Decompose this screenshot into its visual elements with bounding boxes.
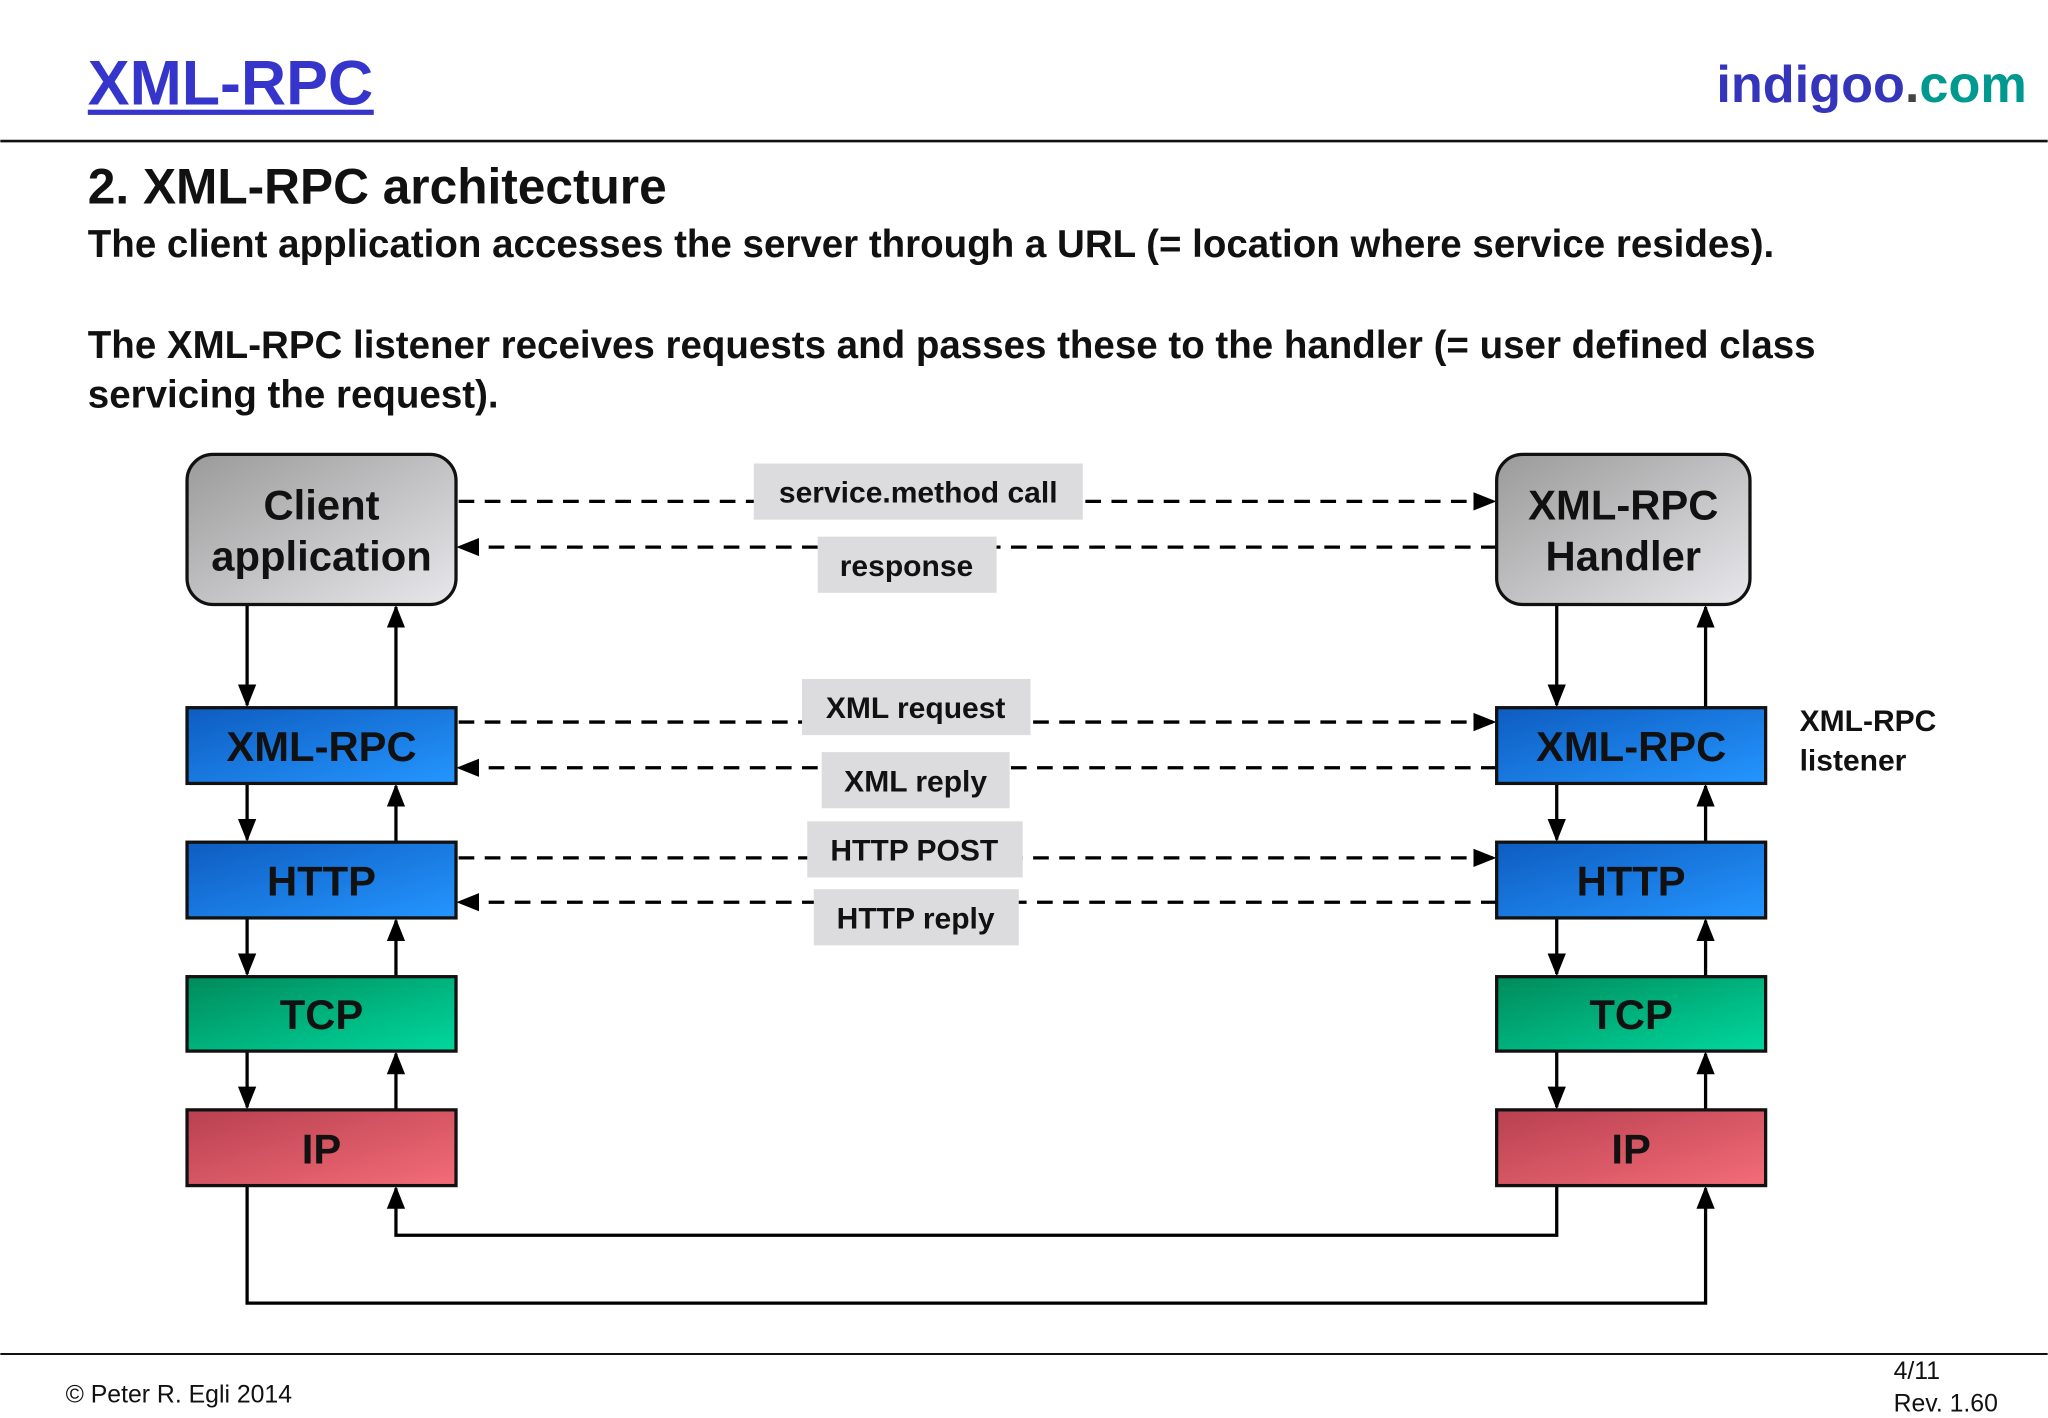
paragraph-1: The client application accesses the serv… bbox=[88, 223, 1774, 266]
logo-part2: com bbox=[1919, 56, 2026, 114]
listener-label-line1: XML-RPC bbox=[1800, 705, 1937, 738]
server-tcp-layer bbox=[1495, 975, 1768, 1053]
response-label-bg bbox=[817, 536, 997, 593]
paragraph-2-line-1: The XML-RPC listener receives requests a… bbox=[88, 324, 1816, 367]
client-layer-label: TCP bbox=[280, 991, 364, 1038]
server-xml-rpc-layer bbox=[1495, 706, 1768, 786]
client-ip-layer bbox=[185, 1108, 458, 1188]
server-layer-label: IP bbox=[1611, 1125, 1650, 1172]
ip-client-to-server-path bbox=[245, 1185, 1715, 1305]
response-label: response bbox=[840, 550, 973, 583]
footer-revision: Rev. 1.60 bbox=[1894, 1390, 1998, 1417]
paragraph-2-line-2: servicing the request). bbox=[88, 373, 499, 416]
client-application-box bbox=[185, 452, 458, 607]
logo-dot: . bbox=[1905, 56, 1920, 114]
section-heading: 2. XML-RPC architecture bbox=[88, 159, 667, 215]
client-label-line2: application bbox=[211, 533, 431, 580]
server-http-layer bbox=[1495, 840, 1768, 920]
server-layer-label: XML-RPC bbox=[1536, 723, 1726, 770]
title-underline bbox=[87, 109, 374, 115]
listener-label-line2: listener bbox=[1800, 744, 1907, 777]
http-post-label-bg bbox=[807, 821, 1023, 878]
handler-label-line2: Handler bbox=[1546, 533, 1702, 580]
call-label: service.method call bbox=[779, 477, 1058, 510]
http-post-label: HTTP POST bbox=[830, 834, 999, 867]
http-reply-label: HTTP reply bbox=[837, 902, 995, 935]
xml-rpc-handler-box bbox=[1495, 452, 1752, 607]
ip-server-to-client-path bbox=[386, 1185, 1559, 1237]
slide-title[interactable]: XML-RPC bbox=[88, 48, 373, 118]
client-xml-rpc-layer bbox=[185, 706, 458, 786]
logo: indigoo.com bbox=[1716, 56, 2026, 114]
server-layer-label: HTTP bbox=[1577, 858, 1686, 905]
http-reply-label-bg bbox=[813, 889, 1019, 946]
footer-copyright: © Peter R. Egli 2014 bbox=[66, 1381, 293, 1408]
xml-request-label: XML request bbox=[826, 692, 1006, 725]
client-tcp-layer bbox=[185, 975, 458, 1053]
xml-reply-label: XML reply bbox=[844, 765, 987, 798]
client-http-layer bbox=[185, 840, 458, 920]
xml-reply-label-bg bbox=[821, 752, 1010, 809]
call-label-bg bbox=[753, 463, 1083, 520]
handler-label-line1: XML-RPC bbox=[1528, 482, 1718, 529]
client-layer-label: IP bbox=[302, 1125, 341, 1172]
footer-page-number: 4/11 bbox=[1894, 1358, 1940, 1385]
logo-part1: indigoo bbox=[1716, 56, 1905, 114]
server-layer-label: TCP bbox=[1589, 991, 1673, 1038]
client-label-line1: Client bbox=[264, 482, 380, 529]
client-layer-label: XML-RPC bbox=[226, 723, 416, 770]
server-ip-layer bbox=[1495, 1108, 1768, 1188]
xml-request-label-bg bbox=[802, 678, 1031, 736]
client-layer-label: HTTP bbox=[267, 858, 376, 905]
